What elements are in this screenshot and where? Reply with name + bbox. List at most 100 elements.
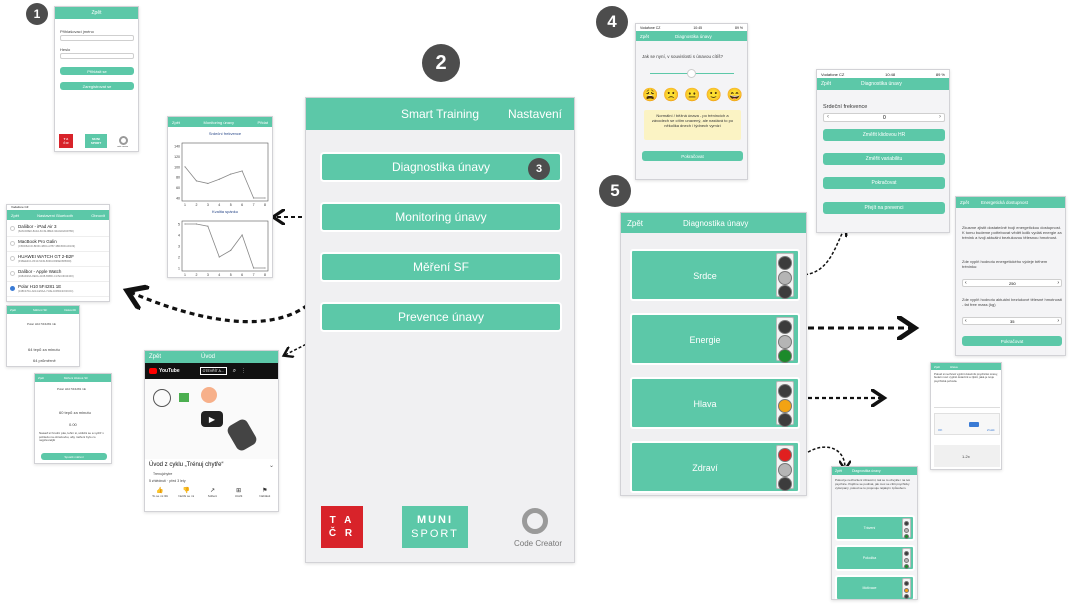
rest-hr-screen: Zpět Měření klidové SF Polar H10 5F4281 … xyxy=(34,373,112,464)
energy-input-2-left[interactable]: ‹ xyxy=(965,318,967,324)
radio-icon[interactable] xyxy=(10,256,15,261)
menu-mereni[interactable]: Měření SF xyxy=(320,252,562,282)
bt-device-row[interactable]: Polar H10 5F4281 1E{138F470A-A014-E5AA-7… xyxy=(7,282,109,297)
bt-device-row[interactable]: Daliibor - iPad Air 3{6A6CD8E0-8A3A-6C49… xyxy=(7,222,109,237)
survey-back[interactable]: Zpět xyxy=(640,33,650,39)
diag-row-button[interactable]: Trávení xyxy=(835,515,915,541)
heart-stepper-right-icon[interactable]: › xyxy=(939,114,941,120)
heart-stepper-left-icon[interactable]: ‹ xyxy=(827,114,829,120)
head-cancel[interactable]: Zrušit xyxy=(987,428,995,432)
main-settings[interactable]: Nastavení xyxy=(507,107,562,121)
mon-add[interactable]: Přidat xyxy=(257,119,268,125)
yt-action[interactable]: ⊞Uložit xyxy=(227,487,251,498)
bt-device-row[interactable]: MacBook Pro Galin{C5DD8ACD-BF0D-48D4-A7B… xyxy=(7,237,109,252)
heart-btn-prevention[interactable]: Přejít na prevenci xyxy=(823,202,945,214)
mood-face-icon[interactable]: 🙁 xyxy=(663,87,680,102)
main-header: Smart Training Nastavení xyxy=(306,98,574,130)
menu-monitoring[interactable]: Monitoring únavy xyxy=(320,202,562,232)
hr-done[interactable]: Dokončit xyxy=(64,308,76,312)
yt-video-thumbnail[interactable]: ▶ xyxy=(145,379,278,459)
yt-action[interactable]: 👍To se mi líbí xyxy=(148,487,172,498)
mood-face-icon[interactable]: 🙂 xyxy=(705,87,722,102)
diag-row-button[interactable]: Pokožka xyxy=(835,545,915,571)
energy-continue-button[interactable]: Pokračovat xyxy=(962,336,1062,346)
energy-input-2-right[interactable]: › xyxy=(1057,318,1059,324)
login-button[interactable]: Přihlásit se xyxy=(60,67,134,75)
mood-face-icon[interactable]: 😄 xyxy=(726,87,743,102)
diag-row-button[interactable]: Srdce xyxy=(630,249,800,301)
heart-btn-continue[interactable]: Pokračovat xyxy=(823,177,945,189)
radio-icon[interactable] xyxy=(10,271,15,276)
mood-face-icon[interactable]: 😐 xyxy=(684,87,701,102)
head-toggle[interactable] xyxy=(969,422,979,427)
energy-input-2[interactable]: ‹ 35 › xyxy=(962,317,1062,325)
bt-device-row[interactable]: Dalibor - Apple Watch{198AD26A-8E0A-4108… xyxy=(7,267,109,282)
yt-play-button[interactable]: ▶ xyxy=(201,411,223,427)
energy-input-1-right[interactable]: › xyxy=(1057,280,1059,286)
chart-point xyxy=(207,182,209,185)
survey-screen: Vodafone CZ 10:45 89 % Zpět Diagnostika … xyxy=(635,23,748,180)
rest-back[interactable]: Zpět xyxy=(38,376,45,380)
head-ok[interactable]: OK xyxy=(938,428,943,432)
traffic-light-icon xyxy=(776,445,794,492)
diag-back[interactable]: Zpět xyxy=(627,218,644,228)
yt-more-icon[interactable]: ⋮ xyxy=(241,368,247,374)
radio-icon[interactable] xyxy=(10,226,15,231)
muni-line2: SPORT xyxy=(90,141,102,145)
health-text: Pokud je nezhoršení zdravotní, tak se to… xyxy=(835,478,911,490)
radio-icon[interactable] xyxy=(10,241,15,246)
yt-action[interactable]: ⚑Nahlásit xyxy=(253,487,277,498)
bt-carrier: Vodafone CZ xyxy=(11,205,29,209)
head-back[interactable]: Zpět xyxy=(934,364,941,369)
yt-chevron-down-icon[interactable]: ⌄ xyxy=(269,463,275,469)
register-button[interactable]: Zaregistrovat se xyxy=(60,82,134,90)
hr-avg: 64 průměrně xyxy=(33,358,56,363)
yt-open-app-button[interactable]: OTEVŘÍT A... xyxy=(199,367,227,375)
main-tacr-line2: Č R xyxy=(328,528,356,539)
head-picker[interactable]: 1-2x xyxy=(934,445,1000,467)
survey-continue-button[interactable]: Pokračovat xyxy=(642,151,743,161)
heart-back[interactable]: Zpět xyxy=(821,81,832,87)
hr-back[interactable]: Zpět xyxy=(10,308,17,312)
rest-bpm: 60 tepů za minutu xyxy=(59,410,91,415)
main-codecreator-text: Code Creator xyxy=(514,539,563,548)
energy-input-1[interactable]: ‹ 250 › xyxy=(962,279,1062,287)
heart-stepper[interactable]: ‹ 0 › xyxy=(823,113,945,122)
head-title: Hlava xyxy=(950,364,958,369)
chart-point xyxy=(252,267,255,269)
heart-btn-rest[interactable]: Změřit klidovou HR xyxy=(823,129,945,141)
health-title: Diagnostika únavy xyxy=(852,469,881,473)
health-back[interactable]: Zpět xyxy=(835,469,843,473)
login-password-input[interactable] xyxy=(60,53,134,59)
mood-face-icon[interactable]: 😩 xyxy=(642,87,659,102)
login-user-input[interactable] xyxy=(60,35,134,41)
bt-device-name: Daliibor - iPad Air 3 xyxy=(18,224,57,229)
yt-action[interactable]: 👎Nelíbí se mi xyxy=(174,487,198,498)
radio-checked-icon[interactable] xyxy=(10,286,15,291)
diag-row-button[interactable]: Motivace xyxy=(835,575,915,599)
bt-back[interactable]: Zpět xyxy=(11,212,20,218)
yt-back[interactable]: Zpět xyxy=(149,354,162,360)
diag-row-label: Trávení xyxy=(863,526,876,531)
yt-action-row: 👍To se mi líbí👎Nelíbí se mi↗Sdílení⊞Ulož… xyxy=(147,487,278,498)
yt-search-icon[interactable]: ⌕ xyxy=(232,367,237,374)
diag-row-button[interactable]: Hlava xyxy=(630,377,800,429)
bt-device-row[interactable]: HUAWEI WATCH GT 2-B2F{F36EE3C1-8F10-5449… xyxy=(7,252,109,267)
traffic-light-lamp xyxy=(778,462,792,477)
menu-prevence[interactable]: Prevence únavy xyxy=(320,302,562,332)
energy-back[interactable]: Zpět xyxy=(960,200,970,205)
heart-btn-var[interactable]: Změřit variabilitu xyxy=(823,153,945,165)
heart-title: Diagnostika únavy xyxy=(861,81,902,87)
diag-row-button[interactable]: Energie xyxy=(630,313,800,365)
yt-action[interactable]: ↗Sdílení xyxy=(200,487,224,498)
energy-input-1-left[interactable]: ‹ xyxy=(965,280,967,286)
rest-start-button[interactable]: Spustit měření xyxy=(41,453,107,460)
chart-point xyxy=(207,225,209,227)
yt-channel[interactable]: Trenujchytre xyxy=(153,472,173,476)
mon-back[interactable]: Zpět xyxy=(172,119,181,125)
menu-diagnostika[interactable]: Diagnostika únavy xyxy=(320,152,562,182)
survey-slider-thumb[interactable] xyxy=(687,69,696,78)
bt-refresh[interactable]: Obnovit xyxy=(91,212,105,218)
diag-row-button[interactable]: Zdraví xyxy=(630,441,800,493)
main-muni-line1: MUNI xyxy=(416,514,454,526)
